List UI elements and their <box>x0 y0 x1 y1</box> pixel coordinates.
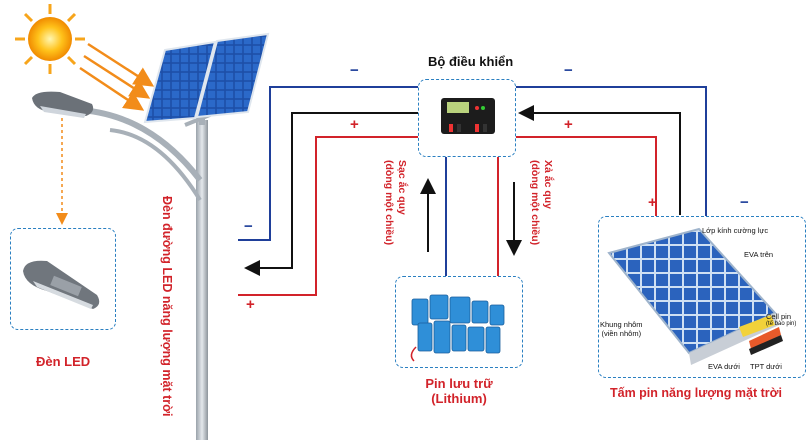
panel-eva-bottom-label: EVA dưới <box>708 362 740 371</box>
pole-solar-panel <box>143 32 270 124</box>
minus-sign-controller-left: − <box>350 62 359 79</box>
light-wires <box>238 86 418 296</box>
panel-cell-line2: (tế bào pin) <box>766 321 797 327</box>
led-box <box>10 228 116 330</box>
panel-cell-label: Cell pin (tế bào pin) <box>766 312 796 327</box>
sun-icon <box>15 4 85 74</box>
controller-title: Bộ điều khiển <box>428 54 514 69</box>
charge-label: Sạc ắc quy (dòng một chiều) <box>382 160 408 270</box>
solar-panel-title: Tấm pin năng lượng mặt trời <box>610 386 782 400</box>
lithium-battery-icon <box>410 294 505 362</box>
panel-frame-label: Khung nhôm (viền nhôm) <box>600 320 643 338</box>
panel-tpt-label: TPT dưới <box>750 362 782 371</box>
panel-frame-line2: (viền nhôm) <box>601 329 642 338</box>
panel-cell-line1: Cell pin <box>766 312 792 321</box>
panel-eva-top-label: EVA trên <box>744 250 774 259</box>
battery-box <box>395 276 523 368</box>
sunlight-arrows <box>79 42 155 111</box>
led-lamp-head <box>32 91 94 118</box>
discharge-label: Xả ắc quy (dòng một chiều) <box>528 160 554 270</box>
led-title: Đèn LED <box>36 354 91 369</box>
charge-label-line1: Sạc ắc quy <box>396 160 408 215</box>
discharge-label-line2: (dòng một chiều) <box>529 160 541 246</box>
plus-sign-controller-left: + <box>350 116 359 133</box>
street-light-label: Đèn đường LED năng lượng mặt trời <box>160 196 174 417</box>
minus-sign-panel: − <box>740 194 749 211</box>
minus-sign-light: − <box>244 218 253 235</box>
plus-sign-light: + <box>246 296 255 313</box>
battery-title-line1: Pin lưu trữ <box>425 376 493 391</box>
controller-icon <box>441 98 495 134</box>
battery-title-line2: (Lithium) <box>431 391 487 406</box>
minus-sign-controller-right: − <box>564 62 573 79</box>
solar-panel-box <box>598 216 806 378</box>
panel-wires <box>514 86 707 220</box>
battery-wires <box>420 156 522 276</box>
battery-title: Pin lưu trữ (Lithium) <box>416 376 502 406</box>
plus-sign-panel: + <box>648 194 657 211</box>
panel-frame-line1: Khung nhôm <box>600 320 643 329</box>
plus-sign-controller-right: + <box>564 116 573 133</box>
discharge-label-line1: Xả ắc quy <box>542 160 554 210</box>
solar-panel-layers-icon <box>607 227 783 365</box>
led-lamp-icon <box>23 260 100 309</box>
controller-box <box>418 79 516 157</box>
panel-glass-label: Lớp kính cường lực <box>702 226 769 235</box>
charge-label-line2: (dòng một chiều) <box>383 160 395 246</box>
